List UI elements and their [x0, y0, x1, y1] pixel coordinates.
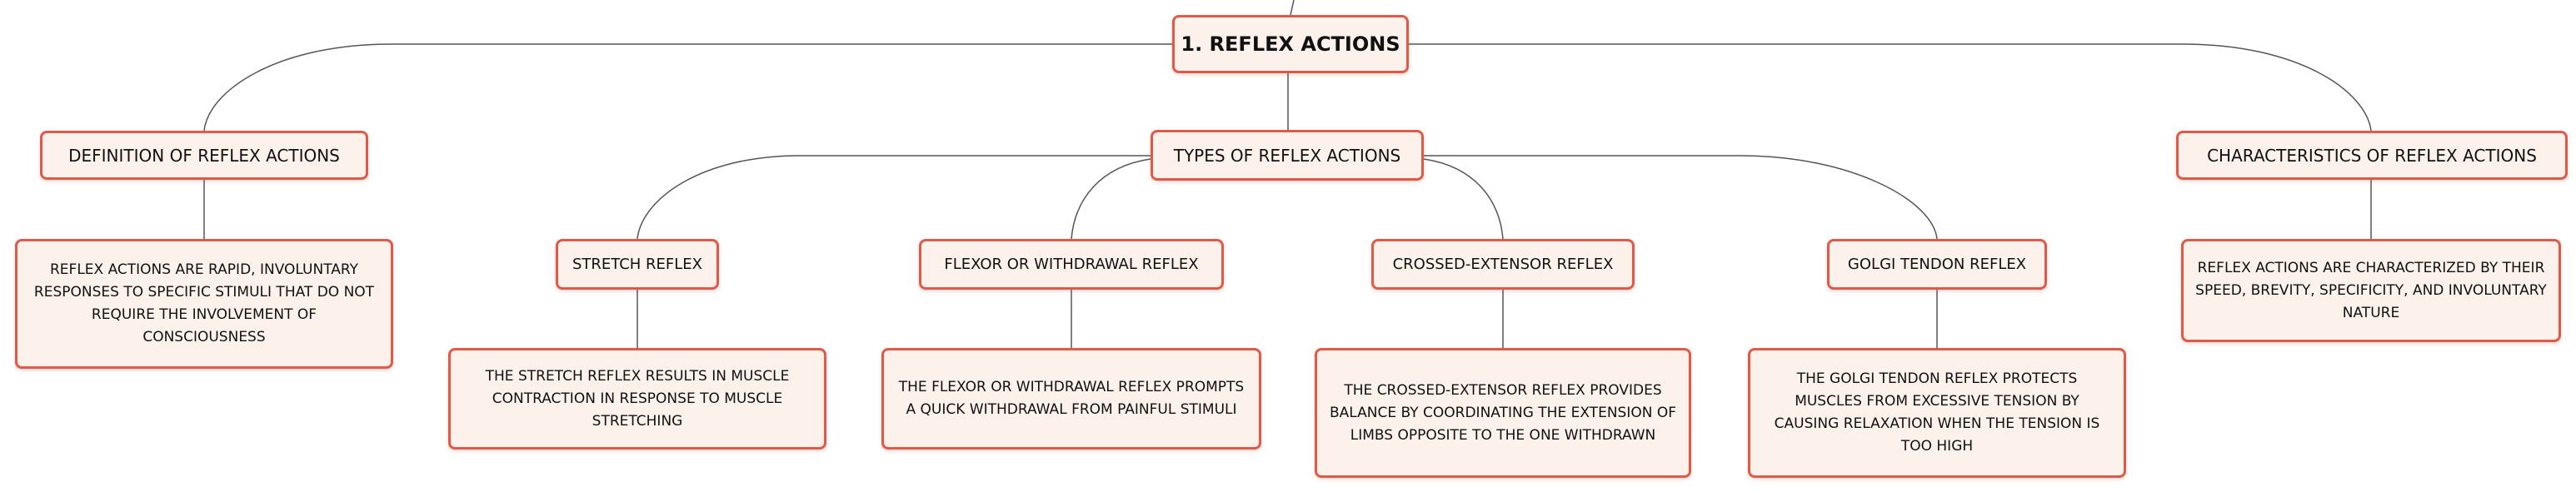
crossed-extensor-reflex-node[interactable]: CROSSED-EXTENSOR REFLEX	[1371, 239, 1635, 290]
golgi-tendon-reflex-node[interactable]: GOLGI TENDON REFLEX	[1827, 239, 2047, 290]
golgi-tendon-reflex-detail[interactable]: THE GOLGI TENDON REFLEX PROTECTS MUSCLES…	[1748, 348, 2126, 478]
connector-types-flexor	[1071, 158, 1151, 240]
definition-node[interactable]: DEFINITION OF REFLEX ACTIONS	[40, 131, 368, 180]
stretch-reflex-node[interactable]: STRETCH REFLEX	[556, 239, 719, 290]
crossed-extensor-reflex-label: CROSSED-EXTENSOR REFLEX	[1392, 256, 1614, 273]
connector-root-parent	[1290, 0, 1295, 16]
golgi-tendon-reflex-label: GOLGI TENDON REFLEX	[1847, 256, 2027, 273]
root-label: 1. REFLEX ACTIONS	[1181, 32, 1400, 56]
flexor-reflex-detail[interactable]: THE FLEXOR OR WITHDRAWAL REFLEX PROMPTS …	[881, 348, 1261, 450]
flexor-reflex-label: FLEXOR OR WITHDRAWAL REFLEX	[944, 256, 1199, 273]
root-node[interactable]: 1. REFLEX ACTIONS	[1172, 15, 1409, 73]
connector-types-stretch	[637, 155, 1151, 240]
flexor-reflex-detail-text: THE FLEXOR OR WITHDRAWAL REFLEX PROMPTS …	[898, 379, 1245, 418]
characteristics-detail-text: REFLEX ACTIONS ARE CHARACTERIZED BY THEI…	[2195, 259, 2547, 321]
definition-label: DEFINITION OF REFLEX ACTIONS	[68, 145, 340, 166]
characteristics-node[interactable]: CHARACTERISTICS OF REFLEX ACTIONS	[2176, 131, 2568, 180]
connector-root-definition	[203, 43, 1172, 132]
stretch-reflex-label: STRETCH REFLEX	[572, 256, 703, 273]
crossed-extensor-reflex-detail[interactable]: THE CROSSED-EXTENSOR REFLEX PROVIDES BAL…	[1315, 348, 1691, 478]
definition-detail[interactable]: REFLEX ACTIONS ARE RAPID, INVOLUNTARY RE…	[15, 239, 393, 369]
stretch-reflex-detail[interactable]: THE STRETCH REFLEX RESULTS IN MUSCLE CON…	[448, 348, 826, 450]
golgi-tendon-reflex-detail-text: THE GOLGI TENDON REFLEX PROTECTS MUSCLES…	[1774, 370, 2100, 455]
connector-root-characteristics	[1409, 43, 2372, 132]
connector-types-golgi	[1424, 155, 1938, 240]
connector-types-crossed	[1423, 158, 1504, 240]
characteristics-detail[interactable]: REFLEX ACTIONS ARE CHARACTERIZED BY THEI…	[2181, 239, 2561, 342]
definition-detail-text: REFLEX ACTIONS ARE RAPID, INVOLUNTARY RE…	[33, 261, 375, 345]
stretch-reflex-detail-text: THE STRETCH REFLEX RESULTS IN MUSCLE CON…	[485, 367, 790, 430]
flexor-reflex-node[interactable]: FLEXOR OR WITHDRAWAL REFLEX	[919, 239, 1224, 290]
types-label: TYPES OF REFLEX ACTIONS	[1173, 145, 1401, 166]
characteristics-label: CHARACTERISTICS OF REFLEX ACTIONS	[2207, 145, 2537, 166]
crossed-extensor-reflex-detail-text: THE CROSSED-EXTENSOR REFLEX PROVIDES BAL…	[1329, 381, 1676, 444]
types-node[interactable]: TYPES OF REFLEX ACTIONS	[1151, 130, 1424, 181]
